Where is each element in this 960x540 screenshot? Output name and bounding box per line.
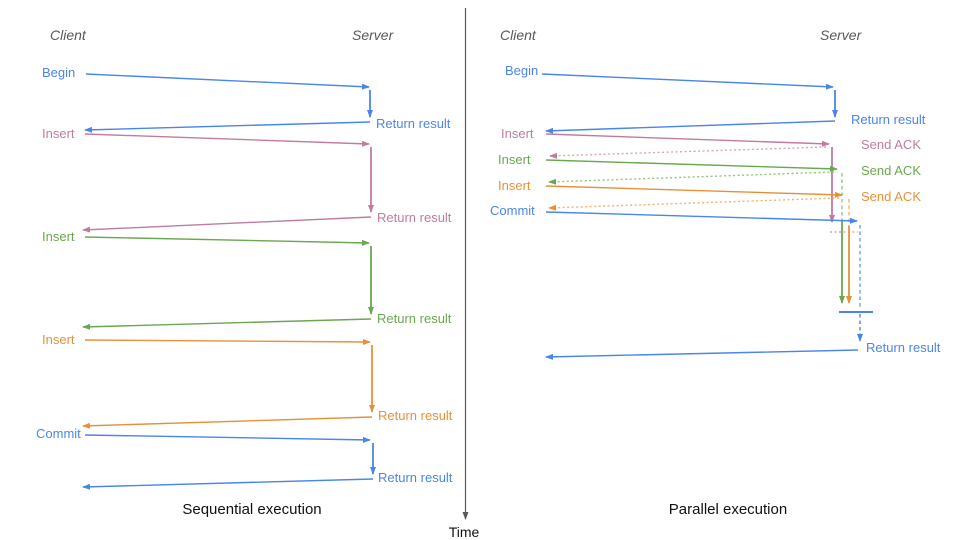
left-insert2-label: Insert xyxy=(42,229,75,244)
left-begin-request-line xyxy=(85,73,370,90)
left-insert2-request-line xyxy=(84,236,370,246)
right-commit-request-line xyxy=(545,211,858,224)
left-commit-label: Commit xyxy=(36,426,81,441)
left-msg-commit: Commit Return result xyxy=(36,426,453,490)
right-commit-response-label: Return result xyxy=(866,340,941,355)
left-msg-insert1: Insert Return result xyxy=(42,126,452,233)
right-insert2-request-line xyxy=(545,159,838,172)
right-insert2-ack-line xyxy=(548,171,835,185)
time-axis-label: Time xyxy=(449,524,480,540)
left-msg-insert2: Insert Return result xyxy=(42,229,452,330)
right-insert1-ack-label: Send ACK xyxy=(861,137,921,152)
right-begin-label: Begin xyxy=(505,63,538,78)
left-insert1-response-line xyxy=(82,216,372,233)
parallel-panel: Client Server Begin Return result Insert… xyxy=(490,27,941,518)
left-commit-request-line xyxy=(84,434,371,443)
right-msg-insert2: Insert Send ACK xyxy=(498,152,921,304)
right-commit-label: Commit xyxy=(490,203,535,218)
left-begin-response-line xyxy=(84,121,371,133)
right-msg-insert1: Insert Send ACK xyxy=(501,126,921,233)
right-msg-insert3: Insert Send ACK xyxy=(498,178,921,304)
right-begin-response-label: Return result xyxy=(851,112,926,127)
right-insert1-label: Insert xyxy=(501,126,534,141)
sequential-panel: Client Server Begin Return result Insert… xyxy=(36,27,453,518)
left-begin-response-label: Return result xyxy=(376,116,451,131)
left-insert2-response-label: Return result xyxy=(377,311,452,326)
sequential-panel-title: Sequential execution xyxy=(182,501,321,518)
left-insert1-request-line xyxy=(84,133,370,147)
right-insert3-label: Insert xyxy=(498,178,531,193)
left-insert3-response-label: Return result xyxy=(378,408,453,423)
time-axis: Time xyxy=(449,8,480,540)
left-commit-response-line xyxy=(82,478,374,490)
right-begin-request-line xyxy=(541,73,834,90)
left-begin-label: Begin xyxy=(42,65,75,80)
right-server-header: Server xyxy=(820,27,863,43)
right-insert1-request-line xyxy=(545,133,830,147)
right-insert1-ack-line xyxy=(549,146,827,159)
right-msg-commit: Commit Return result xyxy=(490,203,941,360)
left-msg-insert3: Insert Return result xyxy=(42,332,453,429)
left-msg-begin: Begin Return result xyxy=(42,65,451,133)
right-insert3-ack-line xyxy=(548,197,840,211)
right-insert2-ack-label: Send ACK xyxy=(861,163,921,178)
left-commit-response-label: Return result xyxy=(378,470,453,485)
right-commit-response-line xyxy=(545,349,859,360)
right-msg-begin: Begin Return result xyxy=(505,63,926,134)
left-server-header: Server xyxy=(352,27,395,43)
right-insert2-label: Insert xyxy=(498,152,531,167)
left-insert3-label: Insert xyxy=(42,332,75,347)
parallel-panel-title: Parallel execution xyxy=(669,501,787,518)
left-insert3-response-line xyxy=(82,416,373,429)
right-client-header: Client xyxy=(500,27,537,43)
right-begin-response-line xyxy=(545,120,836,134)
left-client-header: Client xyxy=(50,27,87,43)
right-insert3-request-line xyxy=(545,185,843,198)
left-insert3-request-line xyxy=(84,338,371,345)
left-insert2-response-line xyxy=(82,318,372,330)
left-insert1-label: Insert xyxy=(42,126,75,141)
right-insert3-ack-label: Send ACK xyxy=(861,189,921,204)
left-insert1-response-label: Return result xyxy=(377,210,452,225)
